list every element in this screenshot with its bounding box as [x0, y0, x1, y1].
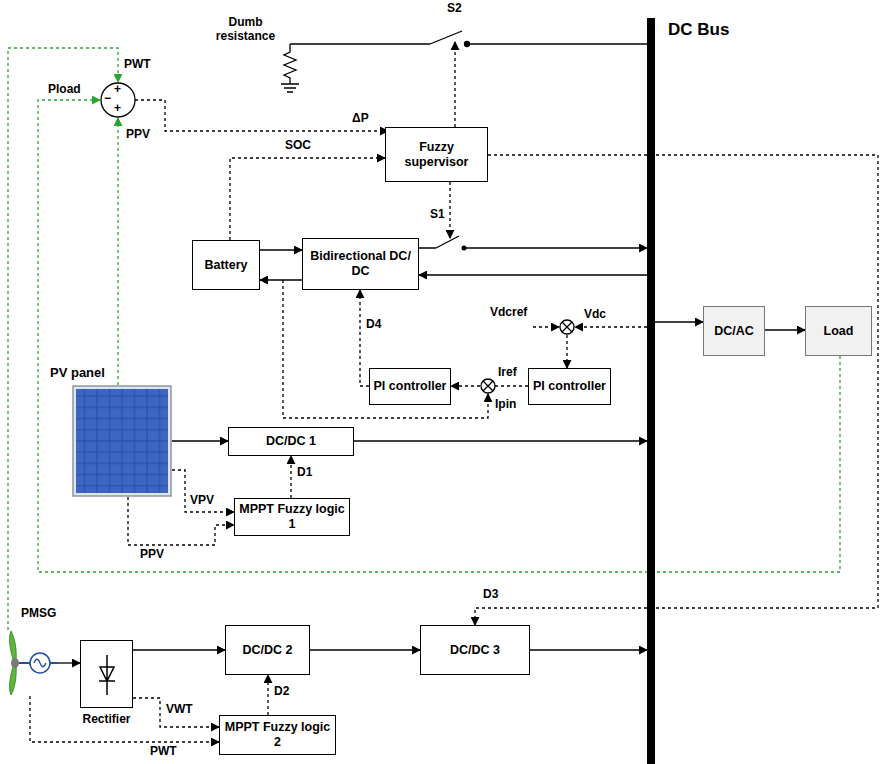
signal-label: Vdcref [490, 306, 527, 320]
box-label: DC/DC 2 [239, 643, 295, 658]
signal-label: PPV [140, 548, 164, 562]
connector [128, 497, 234, 545]
controller-box: PI controller [369, 368, 451, 405]
signal-label: PWT [150, 745, 177, 759]
connector [530, 649, 647, 650]
layout-wires [135, 31, 647, 418]
connector [58, 662, 80, 663]
signal-label: VPV [190, 494, 214, 508]
box-label: PV panel [47, 365, 108, 381]
box-label: PI controller [530, 379, 609, 394]
converter-box: DC/DC 3 [420, 625, 530, 675]
connector [172, 470, 234, 512]
sign-symbol: + [114, 83, 121, 97]
switch-label: S1 [430, 208, 445, 222]
power-sum-wires [8, 48, 840, 630]
connector [655, 321, 703, 322]
signal-label: D3 [483, 588, 498, 602]
connector [260, 279, 302, 280]
box-label: Battery [201, 258, 250, 273]
box-label: Bidirectional DC/ DC [303, 249, 418, 279]
signal-label: PWT [124, 58, 151, 72]
connector [360, 290, 369, 386]
bus-label: DC Bus [665, 20, 732, 40]
signal-label: D1 [297, 466, 312, 480]
pv-panel: PV panel [72, 385, 172, 497]
signal-label: ΔP [352, 112, 369, 126]
converter-box: DC/DC 1 [228, 427, 354, 456]
wind-turbine: PMSG [2, 630, 58, 696]
controller-box: PI controller [528, 368, 611, 405]
box-label: DC/DC 3 [447, 643, 503, 658]
box-label: DC/DC 1 [263, 434, 319, 449]
signal-label: VWT [166, 703, 193, 717]
diode-symbol [81, 641, 134, 709]
connector [133, 698, 219, 727]
connector [310, 649, 420, 650]
mppt-box: MPPT Fuzzy logic 1 [234, 498, 350, 536]
rectifier-box: Rectifier [80, 640, 133, 708]
dc-bus: DC Bus [647, 18, 655, 764]
signal-label: Ipin [495, 398, 516, 412]
converter-box: Bidirectional DC/ DC [302, 238, 419, 290]
inverter-box: DC/AC [703, 306, 765, 356]
sign-symbol: + [114, 102, 121, 116]
box-label: DC/AC [711, 324, 757, 339]
signal-label: Pload [48, 83, 81, 97]
box-label: Fuzzy supervisor [386, 140, 487, 170]
connector [765, 329, 805, 330]
sign-symbol: − [104, 92, 111, 106]
converter-box: DC/DC 2 [225, 625, 310, 675]
connector [419, 274, 647, 275]
connector [290, 456, 291, 498]
box-label: MPPT Fuzzy logic 1 [235, 502, 349, 532]
signal-label: Vdc [584, 308, 606, 322]
connector [475, 155, 878, 625]
mppt-box: MPPT Fuzzy logic 2 [219, 715, 336, 755]
box-label: Rectifier [79, 712, 133, 726]
box-label: PI controller [371, 379, 450, 394]
signal-label: PPV [126, 128, 150, 142]
connector [260, 249, 302, 250]
connector [267, 675, 268, 715]
connector [230, 158, 385, 240]
switch-label: S2 [447, 2, 462, 16]
signal-label: SOC [285, 139, 311, 153]
process-box: Fuzzy supervisor [385, 127, 488, 182]
connector [354, 440, 647, 441]
box-label: Load [821, 324, 857, 339]
pv-panel-art [72, 385, 172, 497]
switch-s1 [436, 236, 467, 254]
connector [133, 649, 225, 650]
signal-label: D4 [366, 318, 381, 332]
summing-junctions [101, 83, 574, 393]
turbine-art [2, 630, 58, 696]
box-label: MPPT Fuzzy logic 2 [220, 720, 335, 750]
box-label: PMSG [18, 606, 59, 620]
load-box: Load [805, 306, 872, 356]
battery-box: Battery [192, 240, 260, 290]
resistor-label: Dumb resistance [208, 16, 283, 44]
connector [172, 440, 228, 441]
signal-label: D2 [274, 685, 289, 699]
signal-label: Iref [498, 366, 517, 380]
